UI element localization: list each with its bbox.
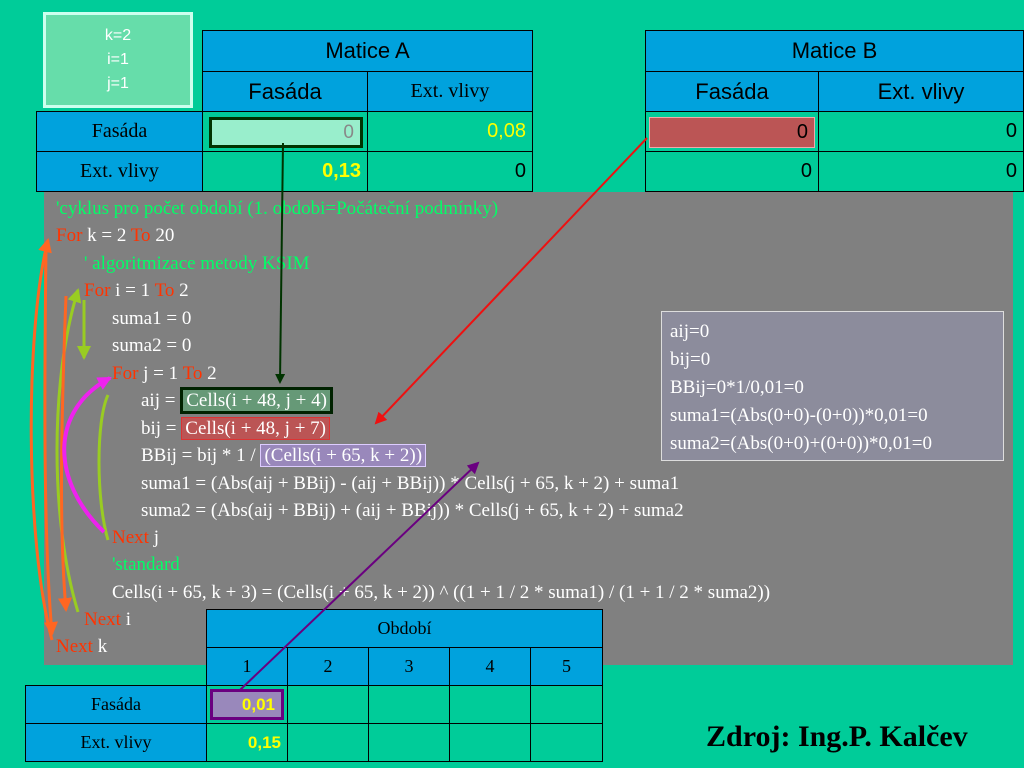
period-cell [449,685,531,724]
code-line: suma1 = (Abs(aij + BBij) - (aij + BBij))… [141,473,680,494]
period-cell [287,723,369,762]
info-line: bij=0 [670,349,711,370]
loop-counter-box: k=2 i=1 j=1 [43,12,193,108]
code-text: 20 [150,225,175,246]
period-cell: 0,15 [206,723,288,762]
code-line-next-j: Next j [112,526,159,550]
code-line: suma2 = 0 [112,335,192,356]
period-cell [530,723,603,762]
code-text: aij = [141,390,181,411]
period-table-title: Období [206,609,603,648]
code-line-aij: aij = Cells(i + 48, j + 4) [141,387,333,414]
code-text: i = 1 [110,280,155,301]
info-line: BBij=0*1/0,01=0 [670,377,804,398]
period-cell [368,723,450,762]
code-line: suma2 = (Abs(aij + BBij) + (aij + BBij))… [141,500,684,521]
period-cell-value: 0,01 [210,689,284,720]
code-line: suma1 = 0 [112,308,192,329]
code-text: k [92,636,108,657]
matrix-b-col-header: Fasáda [645,71,819,112]
matrix-a-cell: 0,08 [367,111,533,152]
code-line: Cells(i + 65, k + 3) = (Cells(i + 65, k … [112,582,771,603]
keyword: Next [112,527,149,548]
code-highlight-bij: Cells(i + 48, j + 7) [181,417,330,440]
matrix-b-col-header: Ext. vlivy [818,71,1024,112]
code-text: 2 [202,363,217,384]
period-row-header: Ext. vlivy [25,723,207,762]
keyword: For [84,280,111,301]
period-header: 2 [287,647,369,686]
matrix-a-cell-value: 0 [209,117,363,148]
code-line-bij: bij = Cells(i + 48, j + 7) [141,417,330,441]
code-text: BBij = bij * 1 / [141,445,261,466]
matrix-a-col-header: Fasáda [202,71,368,112]
matrix-a-col-header: Ext. vlivy [367,71,533,112]
code-highlight-aij: Cells(i + 48, j + 4) [180,387,333,414]
keyword: To [154,280,175,301]
matrix-a-row-header: Fasáda [36,111,203,152]
keyword: To [130,225,151,246]
period-header: 5 [530,647,603,686]
code-line-for-i: For i = 1 To 2 [84,279,189,303]
code-line-next-i: Next i [84,608,131,632]
code-line-next-k: Next k [56,635,107,659]
period-cell [368,685,450,724]
source-credit: Zdroj: Ing.P. Kalčev [706,720,968,753]
period-cell [530,685,603,724]
keyword: Next [56,636,93,657]
code-line-for-j: For j = 1 To 2 [112,362,217,386]
code-text: i [120,609,131,630]
info-line: suma1=(Abs(0+0)-(0+0))*0,01=0 [670,405,928,426]
code-line-bbij: BBij = bij * 1 / (Cells(i + 65, k + 2)) [141,444,427,468]
code-text: j [148,527,159,548]
matrix-b-cell-value: 0 [649,117,815,148]
matrix-b-cell: 0 [818,111,1024,152]
period-cell [449,723,531,762]
period-row-header: Fasáda [25,685,207,724]
matrix-b-cell: 0 [645,111,819,152]
computation-info-box: aij=0 bij=0 BBij=0*1/0,01=0 suma1=(Abs(0… [661,311,1004,461]
matrix-b-title: Matice B [645,30,1024,72]
counter-j: j=1 [107,75,129,92]
code-text: k = 2 [82,225,131,246]
matrix-b-cell: 0 [818,151,1024,192]
counter-k: k=2 [104,27,132,44]
matrix-a-cell: 0 [367,151,533,192]
keyword: For [112,363,139,384]
info-line: aij=0 [670,321,710,342]
matrix-a-cell: 0,13 [202,151,368,192]
period-header: 3 [368,647,450,686]
info-line: suma2=(Abs(0+0)+(0+0))*0,01=0 [670,433,933,454]
code-text: j = 1 [138,363,183,384]
code-text: bij = [141,418,182,439]
matrix-a-cell: 0 [202,111,368,152]
period-cell [287,685,369,724]
code-text: 2 [174,280,189,301]
code-highlight-bbij: (Cells(i + 65, k + 2)) [260,444,427,467]
period-header: 1 [206,647,288,686]
keyword: For [56,225,83,246]
code-line-for-k: For k = 2 To 20 [56,224,174,248]
code-comment: 'standard [112,554,180,575]
keyword: Next [84,609,121,630]
matrix-a-row-header: Ext. vlivy [36,151,203,192]
period-cell: 0,01 [206,685,288,724]
code-comment: ' algoritmizace metody KSIM [84,253,310,274]
matrix-b-cell: 0 [645,151,819,192]
matrix-a-title: Matice A [202,30,533,72]
keyword: To [182,363,203,384]
period-header: 4 [449,647,531,686]
counter-i: i=1 [107,51,129,68]
code-comment: 'cyklus pro počet období (1. obdobi=Počá… [56,198,499,219]
